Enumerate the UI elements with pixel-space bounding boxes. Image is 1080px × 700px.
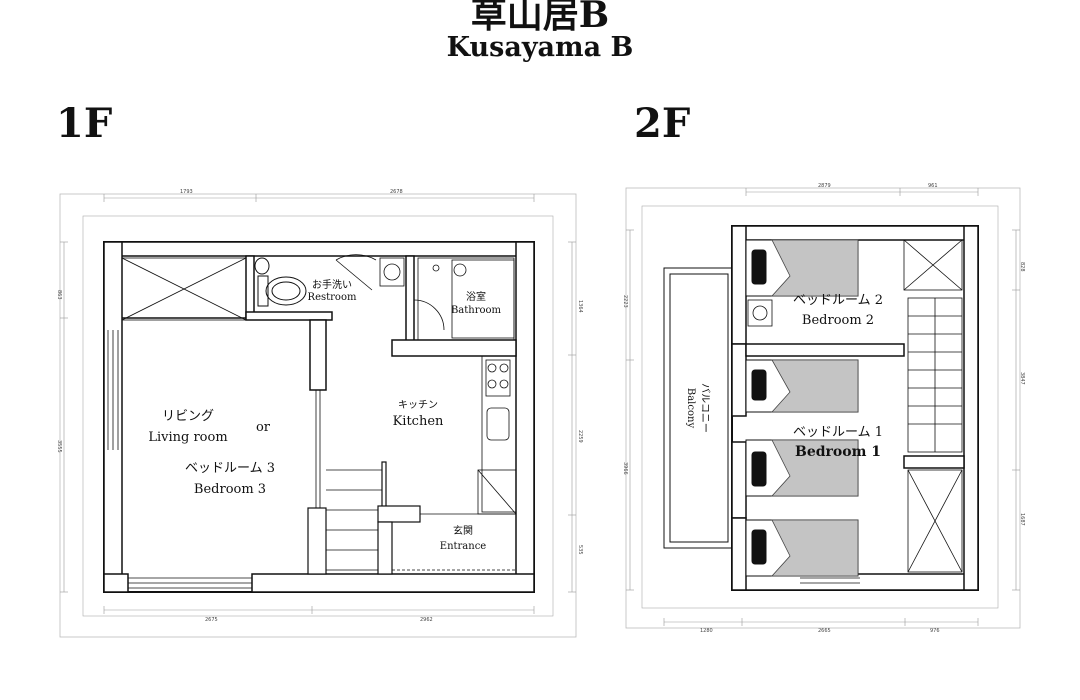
bedroom2-label-en: Bedroom 2 bbox=[802, 313, 874, 328]
entrance-label-jp: 玄関 bbox=[453, 524, 473, 537]
exterior-walls-2f bbox=[731, 225, 979, 591]
storage-2f-bottom bbox=[907, 469, 963, 573]
windows-1f bbox=[107, 330, 252, 589]
dim-2f-right-b: 3847 bbox=[1019, 372, 1025, 385]
bathroom-label-en: Bathroom bbox=[451, 305, 502, 316]
dim-1f-left-main: 3555 bbox=[56, 440, 62, 453]
kitchen-counter bbox=[477, 355, 517, 515]
living-label-en: Living room bbox=[148, 430, 227, 445]
storage-2f-top bbox=[903, 239, 963, 291]
outline-frame-1f bbox=[59, 193, 577, 638]
living-or-label: or bbox=[256, 420, 271, 435]
dim-1f-top-right: 2678 bbox=[390, 189, 403, 195]
dim-1f-left-upper: 863 bbox=[56, 290, 62, 300]
windows-2f bbox=[800, 577, 860, 584]
dim-2f-bottom-right: 976 bbox=[930, 628, 940, 634]
bedroom3-label-jp: ベッドルーム 3 bbox=[185, 461, 275, 476]
site-line-1f bbox=[82, 215, 554, 617]
dimension-text-2f: 2879 961 1280 2665 976 2223 3966 828 384… bbox=[622, 183, 1025, 634]
kitchen-label-en: Kitchen bbox=[393, 414, 444, 429]
toilet-fixture bbox=[254, 257, 307, 307]
dimension-lines-2f bbox=[626, 188, 1020, 626]
kitchen-label-jp: キッチン bbox=[398, 399, 438, 411]
floor-plan-1f: 1793 2678 2675 2962 863 3555 1364 2259 5… bbox=[56, 189, 583, 638]
floor-label-2f: 2F bbox=[634, 100, 691, 147]
living-label-jp: リビング bbox=[162, 409, 214, 424]
entrance-area bbox=[392, 513, 516, 571]
sink-2f bbox=[747, 299, 773, 327]
outline-frame-2f bbox=[625, 187, 1021, 629]
dim-1f-right-lower: 535 bbox=[577, 545, 583, 555]
dimension-lines-1f bbox=[60, 194, 576, 614]
exterior-walls-1f bbox=[103, 241, 535, 593]
floor-label-1f: 1F bbox=[56, 100, 113, 147]
dim-1f-bottom-left: 2675 bbox=[205, 617, 218, 623]
dim-2f-bottom-mid: 2665 bbox=[818, 628, 831, 634]
dim-1f-right-mid: 2259 bbox=[577, 430, 583, 443]
dim-2f-right-c: 1687 bbox=[1019, 513, 1025, 526]
title-english: Kusayama B bbox=[446, 32, 634, 63]
title-japanese: 草山居B bbox=[470, 0, 610, 36]
restroom-label-en: Restroom bbox=[308, 292, 357, 303]
bedroom1-label-en: Bedroom 1 bbox=[795, 444, 881, 460]
balcony bbox=[663, 267, 733, 549]
dim-2f-left-upper: 2223 bbox=[622, 295, 628, 308]
entrance-label-en: Entrance bbox=[440, 541, 487, 552]
bed-2 bbox=[745, 359, 859, 413]
dim-1f-right-upper: 1364 bbox=[577, 300, 583, 313]
bedroom1-label-jp: ベッドルーム 1 bbox=[793, 425, 883, 440]
staircase-1f bbox=[307, 461, 421, 575]
dimension-text-1f: 1793 2678 2675 2962 863 3555 1364 2259 5… bbox=[56, 189, 583, 623]
staircase-2f bbox=[907, 297, 963, 453]
bed-3 bbox=[745, 439, 859, 497]
bedroom2-label-jp: ベッドルーム 2 bbox=[793, 293, 883, 308]
divider-1f bbox=[315, 390, 321, 510]
dim-2f-bottom-left: 1280 bbox=[700, 628, 713, 634]
dim-2f-top-right: 961 bbox=[928, 183, 938, 189]
dim-2f-right-a: 828 bbox=[1019, 262, 1025, 272]
restroom-walls bbox=[245, 255, 517, 391]
site-line-2f bbox=[641, 205, 999, 609]
floor-plan-2f: 2879 961 1280 2665 976 2223 3966 828 384… bbox=[622, 183, 1025, 634]
restroom-door bbox=[335, 254, 377, 291]
bedroom3-label-en: Bedroom 3 bbox=[194, 482, 266, 497]
bathroom-fixtures bbox=[413, 257, 515, 341]
storage-1f bbox=[121, 257, 247, 321]
restroom-label-jp: お手洗い bbox=[312, 278, 352, 291]
beds-2f bbox=[745, 239, 859, 577]
dim-1f-bottom-right: 2962 bbox=[420, 617, 433, 623]
dim-1f-top-left: 1793 bbox=[180, 189, 193, 195]
balcony-label-jp: バルコニー bbox=[699, 383, 711, 433]
bed-4 bbox=[745, 519, 859, 577]
bed-1 bbox=[745, 239, 859, 297]
bathroom-label-jp: 浴室 bbox=[466, 290, 486, 303]
dim-2f-left-lower: 3966 bbox=[622, 462, 628, 475]
washbasin-fixture bbox=[379, 257, 405, 287]
balcony-label-en: Balcony bbox=[685, 388, 696, 429]
dim-2f-top-left: 2879 bbox=[818, 183, 831, 189]
